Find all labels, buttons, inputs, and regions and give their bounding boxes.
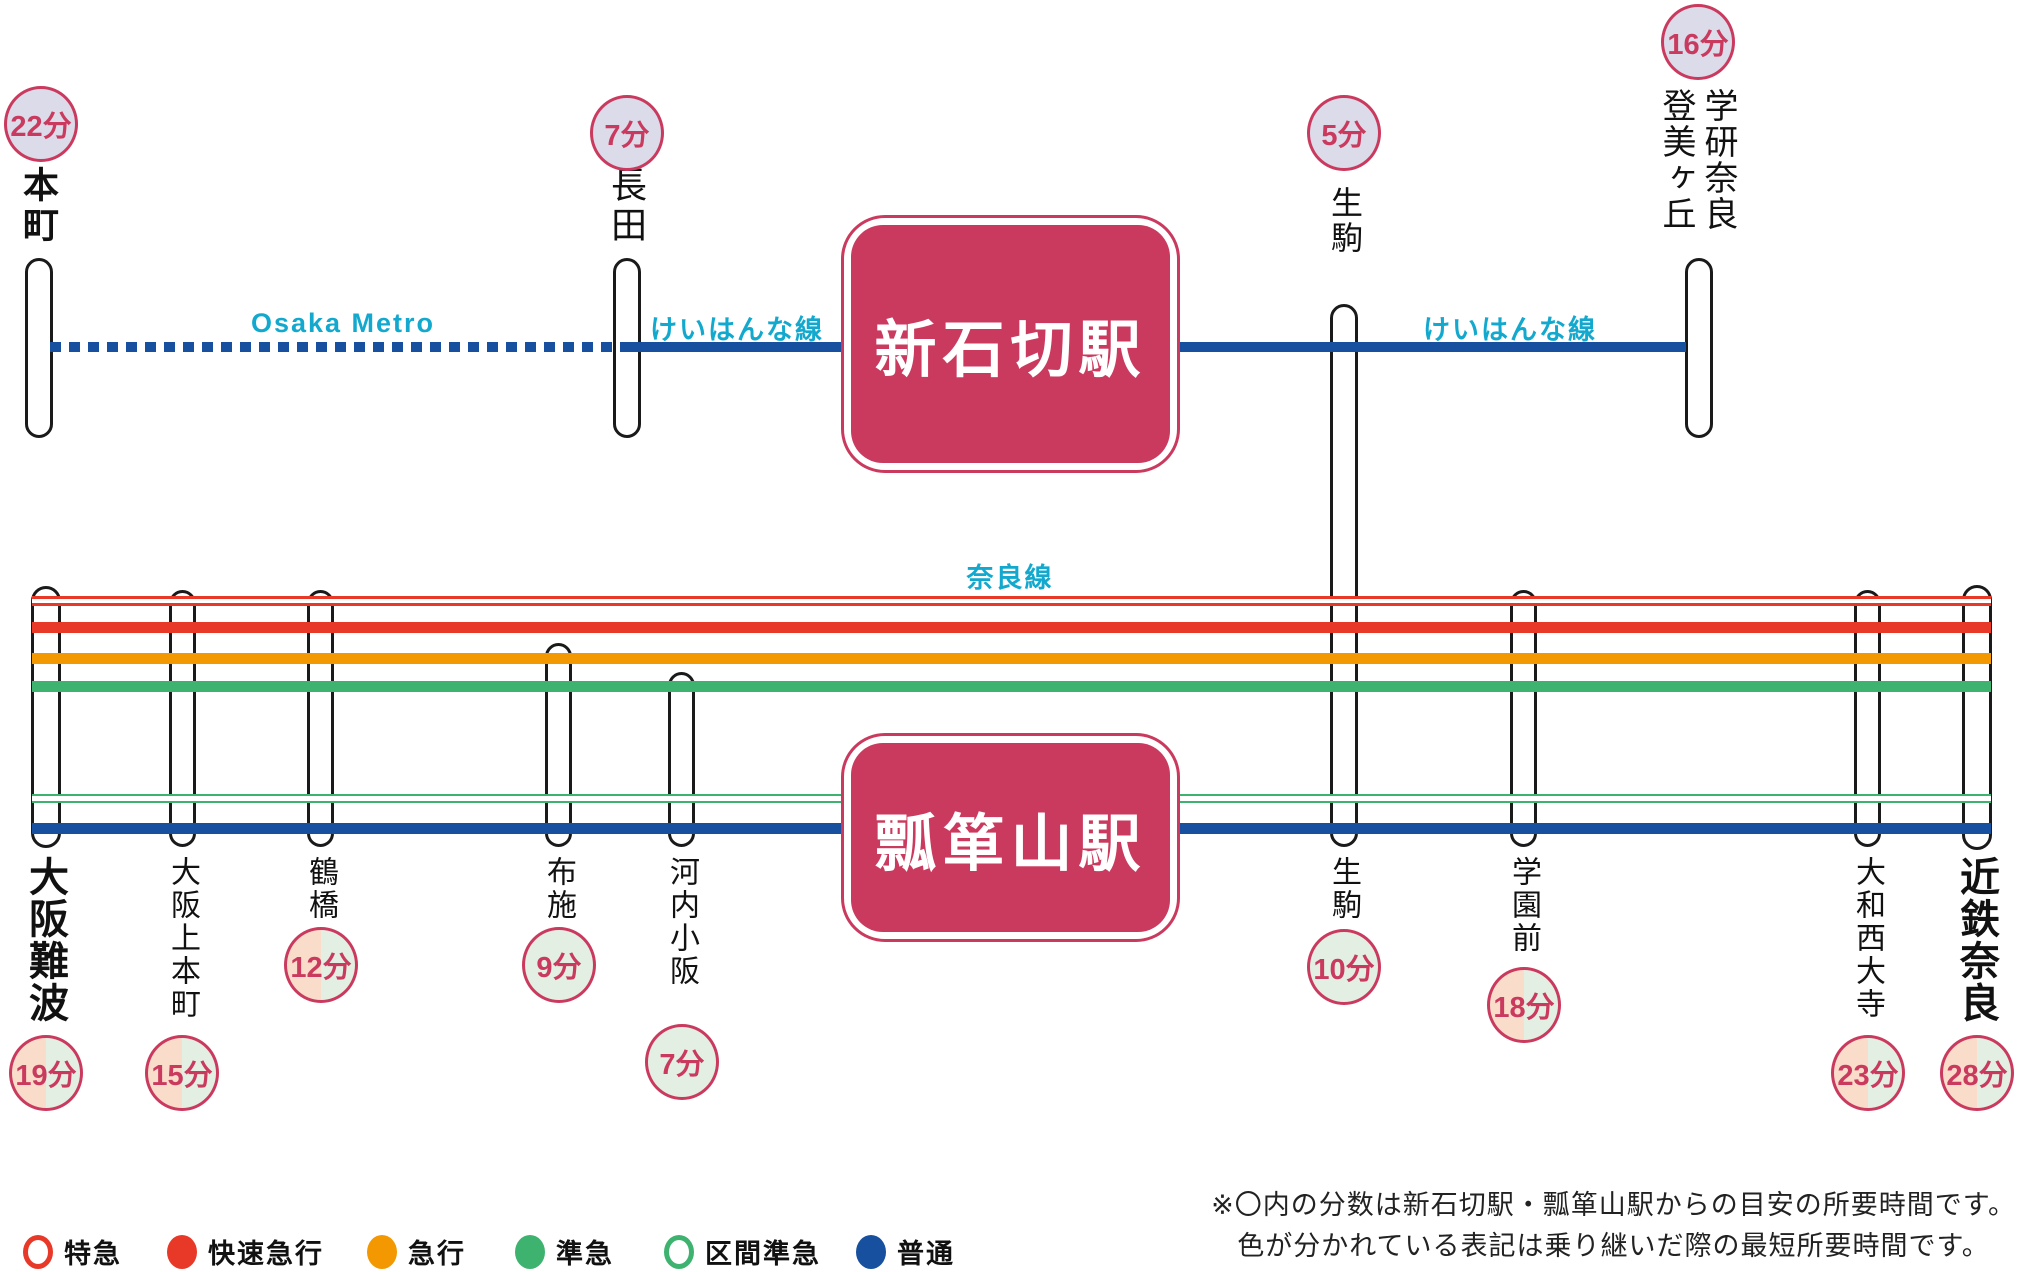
hub-hyotanyama-box: 瓢箪山駅 — [841, 733, 1180, 942]
time-badge-osaka-uehommachi: 15分 — [145, 1035, 219, 1111]
time-badge-tsuruhashi: 12分 — [284, 927, 358, 1003]
limited-express-line — [32, 596, 1991, 606]
express-icon — [367, 1234, 397, 1269]
suburban-semi-express-icon — [664, 1234, 694, 1269]
rapid-express-icon — [167, 1234, 197, 1269]
hub-shinishikiri-name: 新石切駅 — [874, 316, 1147, 385]
osaka-metro-line — [50, 342, 620, 352]
nara-line-label: 奈良線 — [966, 563, 1054, 593]
station-pill-kawachi-kosaka — [668, 672, 695, 847]
legend-item-express: 急行 — [367, 1232, 466, 1271]
station-label-yamato-saidaiji: 大和西大寺 — [1851, 856, 1884, 1021]
osaka-metro-label: Osaka Metro — [250, 308, 436, 338]
time-badge-fuse: 9分 — [522, 927, 596, 1003]
time-badge-yamato-saidaiji: 23分 — [1831, 1035, 1905, 1111]
keihanna-label-left: けいはんな線 — [650, 315, 824, 345]
station-label-honmachi: 本町 — [18, 166, 59, 246]
local-icon — [856, 1234, 886, 1269]
time-badge-kintetsu-nara: 28分 — [1940, 1035, 2014, 1111]
time-badge-kawachi-kosaka: 7分 — [645, 1024, 719, 1100]
time-badge-gakken-tomigaoka: 16分 — [1661, 4, 1735, 80]
semi-express-icon — [515, 1234, 545, 1269]
station-label-tsuruhashi: 鶴橋 — [304, 856, 337, 922]
express-line — [32, 653, 1991, 664]
footnote-line2: 色が分かれている表記は乗り継いだ際の最短所要時間です。 — [1237, 1231, 1990, 1261]
station-label-nagata: 長田 — [606, 166, 647, 246]
station-label-kawachi-kosaka: 河内小阪 — [665, 856, 698, 988]
time-badge-ikoma-bottom: 10分 — [1307, 929, 1381, 1005]
station-pill-ikoma — [1330, 304, 1358, 847]
station-pill-honmachi — [25, 258, 53, 438]
hub-hyotanyama-name: 瓢箪山駅 — [874, 809, 1147, 879]
hub-hyotanyama-inner: 瓢箪山駅 — [851, 743, 1170, 932]
hub-shinishikiri-box: 新石切駅 — [841, 215, 1180, 473]
time-badge-honmachi: 22分 — [4, 86, 78, 162]
legend-item-rapid-express: 快速急行 — [167, 1232, 324, 1271]
station-pill-fuse — [545, 643, 572, 847]
station-pill-gakken-tomigaoka — [1685, 258, 1713, 438]
time-badge-gakuemmae: 18分 — [1487, 967, 1561, 1043]
limited-express-icon — [23, 1234, 53, 1269]
time-badge-nagata: 7分 — [590, 95, 664, 171]
legend-item-limited-express: 特急 — [23, 1232, 122, 1271]
station-label-ikoma-bottom: 生駒 — [1327, 856, 1360, 922]
time-badge-osaka-namba: 19分 — [9, 1035, 83, 1111]
legend-item-suburban-semi-express: 区間準急 — [664, 1232, 821, 1271]
station-label-gakken-tomigaoka: 学研奈良登美ヶ丘 — [1657, 88, 1737, 232]
hub-shinishikiri-inner: 新石切駅 — [851, 225, 1170, 463]
footnote: ※〇内の分数は新石切駅・瓢箪山駅からの目安の所要時間です。 色が分かれている表記… — [1211, 1185, 2016, 1267]
time-badge-ikoma-top: 5分 — [1307, 95, 1381, 171]
station-label-gakuemmae: 学園前 — [1507, 856, 1540, 955]
rapid-express-line — [32, 622, 1991, 633]
station-label-osaka-namba: 大阪難波 — [23, 856, 67, 1024]
legend-item-local: 普通 — [856, 1232, 955, 1271]
station-label-fuse: 布施 — [542, 856, 575, 922]
footnote-line1: ※〇内の分数は新石切駅・瓢箪山駅からの目安の所要時間です。 — [1211, 1190, 2016, 1220]
keihanna-label-right: けいはんな線 — [1423, 315, 1597, 345]
station-label-kintetsu-nara: 近鉄奈良 — [1954, 856, 1998, 1024]
semi-express-line — [32, 681, 1991, 692]
legend-item-semi-express: 準急 — [515, 1232, 614, 1271]
station-label-osaka-uehommachi: 大阪上本町 — [166, 856, 199, 1021]
station-label-ikoma-top: 生駒 — [1327, 186, 1363, 256]
